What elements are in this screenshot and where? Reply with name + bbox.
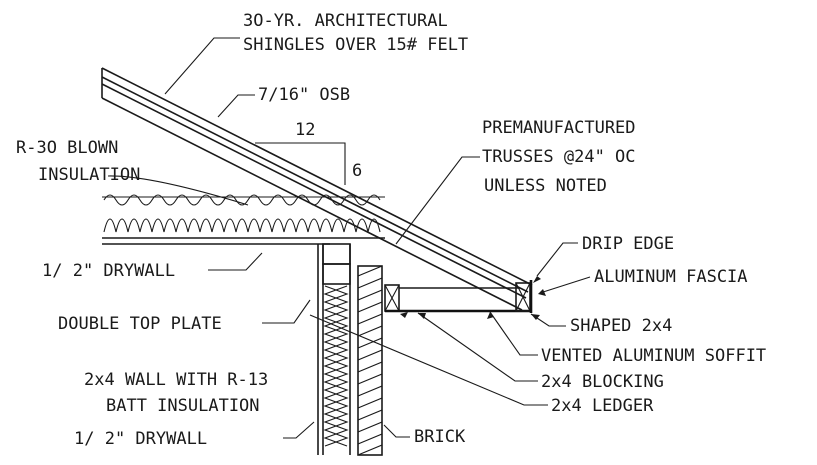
leader-fascia [539, 276, 591, 294]
batt-insulation-zigzag-2 [323, 285, 349, 447]
label-fascia: ALUMINUM FASCIA [594, 267, 748, 287]
label-trusses-line2: TRUSSES @24" OC [482, 147, 636, 167]
label-slope-run: 12 [295, 120, 315, 140]
leader-drywall-top [208, 252, 263, 271]
label-brick: BRICK [414, 427, 466, 447]
label-top-plate: DOUBLE TOP PLATE [58, 314, 222, 334]
label-slope-rise: 6 [352, 161, 362, 181]
brick-veneer [357, 265, 383, 456]
batt-insulation-zigzag [323, 285, 349, 447]
label-blocking: 2x4 BLOCKING [541, 372, 664, 392]
leader-drywall-bottom [283, 421, 315, 439]
label-drip-edge: DRIP EDGE [582, 234, 674, 254]
label-wall-line1: 2x4 WALL WITH R-13 [84, 370, 268, 390]
top-plate-1 [322, 243, 351, 265]
label-drywall-top: 1/ 2" DRYWALL [42, 261, 175, 281]
leader-osb [217, 94, 255, 118]
osb-bottom-line [101, 83, 527, 299]
shaped-2x4-x [515, 282, 531, 312]
ledger-x [384, 284, 400, 312]
label-soffit: VENTED ALUMINUM SOFFIT [541, 346, 766, 366]
leader-top-plate [262, 299, 311, 324]
labels: 3O-YR. ARCHITECTURAL SHINGLES OVER 15# F… [16, 11, 766, 449]
label-wall-line2: BATT INSULATION [106, 396, 260, 416]
leader-ledger [309, 314, 548, 406]
label-trusses-line1: PREMANUFACTURED [482, 118, 636, 138]
label-ledger: 2x4 LEDGER [551, 396, 654, 416]
arrow-shaped [531, 314, 540, 320]
osb-top-line [101, 76, 529, 293]
label-blown-line1: R-3O BLOWN [16, 138, 118, 158]
top-plate-2 [322, 263, 351, 285]
arrow-blocking [418, 313, 426, 319]
label-blown-line2: INSULATION [38, 165, 140, 185]
leader-drip [536, 242, 578, 277]
arrowheads [400, 276, 546, 320]
leader-trusses [395, 156, 480, 245]
brick-outline [357, 265, 383, 456]
label-shaped: SHAPED 2x4 [570, 316, 672, 336]
label-osb: 7/16" OSB [258, 85, 350, 105]
leader-brick [383, 424, 410, 438]
blown-insulation [102, 194, 385, 245]
label-shingles-line2: SHINGLES OVER 15# FELT [243, 35, 468, 55]
slope-triangle [255, 142, 346, 185]
wall-assembly [317, 243, 351, 455]
label-shingles-line1: 3O-YR. ARCHITECTURAL [243, 11, 448, 31]
insulation-squiggle [103, 194, 381, 233]
leader-shingles [164, 37, 240, 95]
brick-hatch [357, 265, 383, 456]
label-drywall-bottom: 1/ 2" DRYWALL [74, 429, 207, 449]
leader-blown [107, 175, 249, 206]
leader-soffit [489, 311, 538, 356]
arrow-soffit [487, 312, 494, 319]
arrow-drip [533, 276, 541, 283]
label-trusses-line3: UNLESS NOTED [484, 176, 607, 196]
eave-framing [384, 280, 533, 313]
arrow-ledger [400, 312, 408, 318]
shingle-line [101, 67, 533, 286]
arrow-fascia [538, 289, 546, 296]
slope-symbol [255, 142, 346, 185]
leader-blocking [417, 312, 538, 382]
